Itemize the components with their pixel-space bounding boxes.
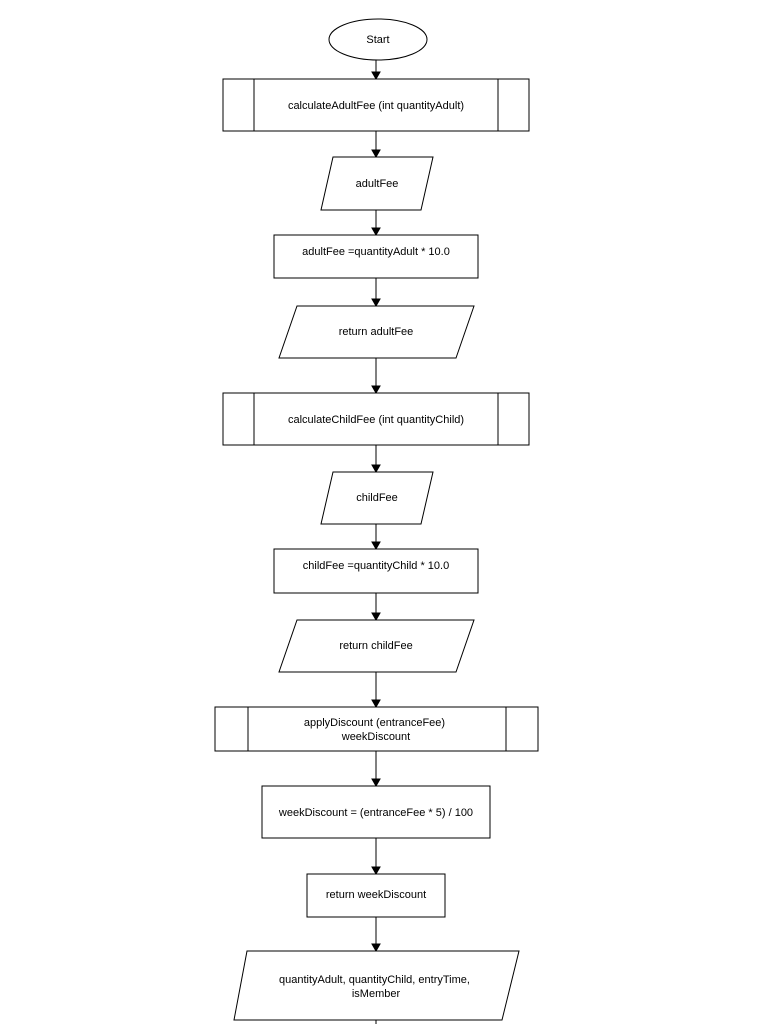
return-adult-fee-data-node: return adultFee [278, 305, 475, 359]
adult-fee-data-label: adultFee [356, 178, 399, 190]
edge-assign-to-return-adult [371, 278, 381, 308]
edge-assign-to-return-child [371, 593, 381, 622]
adult-fee-process: adultFee =quantityAdult * 10.0 [273, 234, 479, 279]
edge-calculate-child-to-childfee [371, 445, 381, 474]
calculate-adult-fee-subprocess: calculateAdultFee (int quantityAdult) [222, 78, 530, 132]
child-fee-data-label: childFee [356, 492, 398, 504]
edge-return-child-to-apply-discount [371, 672, 381, 709]
input-parameters-line-2: isMember [352, 988, 401, 1000]
week-discount-process-label: weekDiscount = (entranceFee * 5) / 100 [278, 807, 473, 819]
input-parameters-data-node: quantityAdult, quantityChild, entryTime,… [233, 950, 520, 1021]
week-discount-process: weekDiscount = (entranceFee * 5) / 100 [261, 785, 491, 839]
return-child-fee-label: return childFee [339, 640, 412, 652]
calculate-child-fee-subprocess: calculateChildFee (int quantityChild) [222, 392, 530, 446]
child-fee-data-node: childFee [320, 471, 434, 525]
connectors [371, 60, 381, 1024]
apply-discount-subprocess: applyDiscount (entranceFee) weekDiscount [214, 706, 539, 752]
return-week-discount-label: return weekDiscount [326, 889, 426, 901]
return-adult-fee-label: return adultFee [339, 326, 414, 338]
adult-fee-data-node: adultFee [320, 156, 434, 211]
apply-discount-line-1: applyDiscount (entranceFee) [304, 717, 445, 729]
start-label: Start [366, 34, 389, 46]
edge-childfee-to-assign [371, 524, 381, 551]
child-fee-process: childFee =quantityChild * 10.0 [273, 548, 479, 594]
apply-discount-label: applyDiscount (entranceFee) weekDiscount [304, 717, 448, 743]
calculate-child-fee-label: calculateChildFee (int quantityChild) [288, 414, 464, 426]
input-parameters-line-1: quantityAdult, quantityChild, entryTime, [279, 974, 470, 986]
edge-return-adult-to-calculate-child [371, 358, 381, 395]
edge-return-week-to-input [371, 917, 381, 953]
child-fee-process-label: childFee =quantityChild * 10.0 [303, 560, 449, 572]
return-child-fee-data-node: return childFee [278, 619, 475, 673]
edge-calculate-adult-to-adultfee [371, 131, 381, 159]
calculate-adult-fee-label: calculateAdultFee (int quantityAdult) [288, 100, 464, 112]
input-parameters-label: quantityAdult, quantityChild, entryTime,… [279, 974, 473, 1000]
start-terminator: Start [328, 18, 428, 61]
apply-discount-line-2: weekDiscount [341, 731, 410, 743]
edge-adultfee-to-assign [371, 210, 381, 237]
edge-week-discount-to-return [371, 838, 381, 876]
edge-start-to-calculate-adult [371, 60, 381, 81]
edge-apply-discount-to-week-discount [371, 751, 381, 788]
return-week-discount-process: return weekDiscount [306, 873, 446, 918]
adult-fee-process-label: adultFee =quantityAdult * 10.0 [302, 246, 450, 258]
